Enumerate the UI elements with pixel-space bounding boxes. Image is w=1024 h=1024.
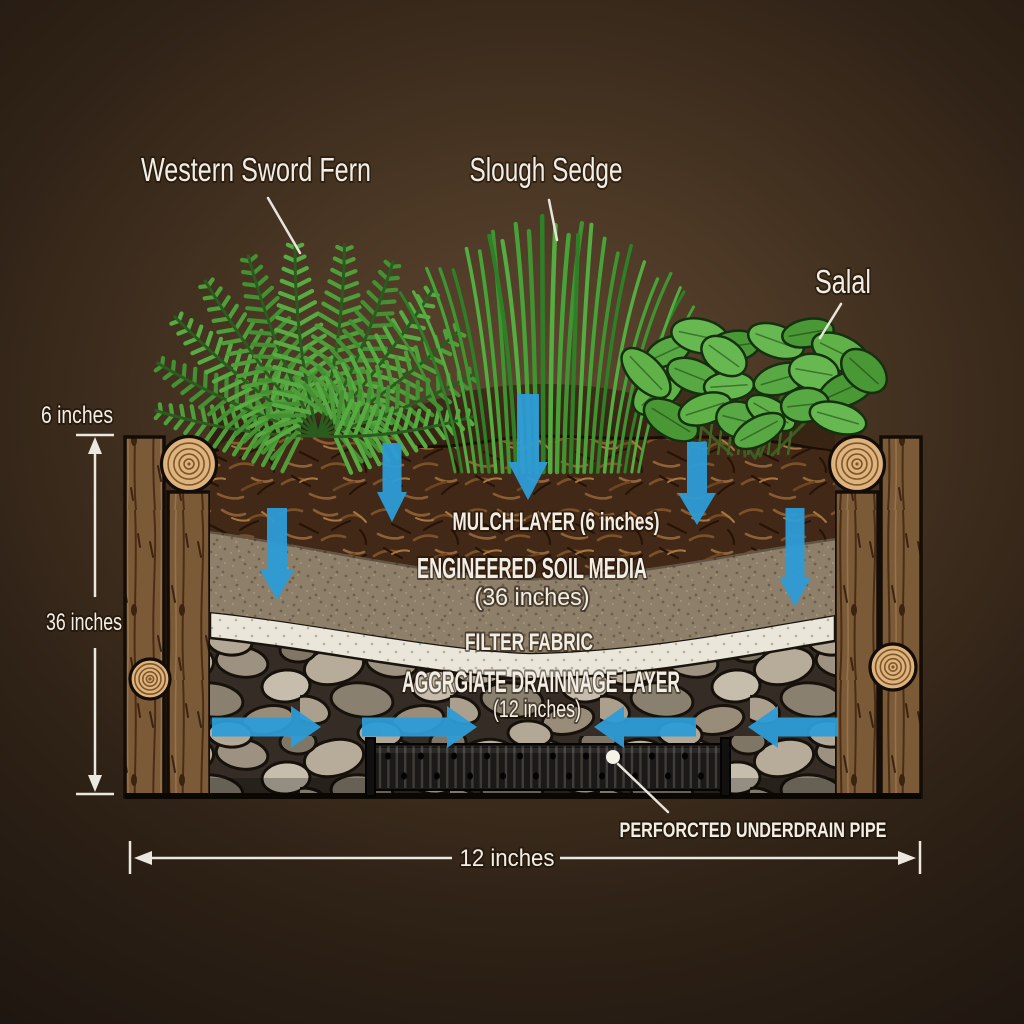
- sedge-label: Slough Sedge: [470, 151, 623, 188]
- planter-frame: [123, 435, 923, 799]
- left-inner-plank: [166, 490, 212, 797]
- dim-arrow-up-icon: [88, 437, 102, 454]
- drainage-arrow-4: [748, 706, 838, 748]
- mulch-layer: [210, 436, 835, 578]
- pipe-perforation-holes: [385, 752, 704, 780]
- sedge-blade: [596, 243, 633, 474]
- fern-label: Western Sword Fern: [141, 151, 371, 188]
- sedge-blade: [487, 233, 519, 474]
- left-outer-plank: [123, 435, 166, 799]
- sedge-blade: [385, 315, 457, 474]
- sedge-blade: [547, 222, 558, 475]
- sedge-blade: [411, 290, 471, 474]
- bed-width-dimension: 12 inches: [460, 845, 555, 872]
- infiltration-arrow-3: [508, 394, 548, 500]
- mulch-depth-dimension: 6 inches: [41, 402, 113, 429]
- fern-frond: [246, 254, 320, 437]
- salal-label: Salal: [815, 263, 871, 300]
- sedge-blade: [602, 260, 647, 474]
- right-outer-plank: [879, 435, 923, 799]
- bed-layers: [208, 434, 837, 793]
- sedge-blade: [477, 249, 505, 474]
- pipe-right-flange: [720, 737, 731, 797]
- underdrain-pipe: [365, 737, 731, 797]
- infiltration-arrow-1: [260, 508, 294, 600]
- fern-leader-line: [266, 196, 302, 255]
- fern-frond: [317, 415, 474, 439]
- engineered-soil-layer: [210, 531, 835, 653]
- mulch-layer-label: MULCH LAYER (6 inches): [453, 508, 660, 536]
- right-inner-plank: [833, 490, 880, 797]
- labels: Western Sword Fern Slough Sedge Salal MU…: [39, 149, 889, 874]
- sedge-leader-line: [547, 198, 559, 242]
- sedge-blade: [539, 213, 546, 475]
- drainage-arrow-2: [362, 706, 477, 748]
- dim-arrow-right-icon: [898, 851, 916, 865]
- fern-frond: [293, 241, 320, 437]
- drainage-arrow-1: [212, 706, 321, 748]
- sedge-blade: [425, 266, 477, 474]
- sedge-blade: [398, 291, 464, 474]
- dim-arrow-down-icon: [88, 775, 102, 792]
- aggregate-layer-label: AGGRGIATE DRAINNAGE LAYER: [402, 666, 680, 699]
- infiltration-arrow-2: [377, 443, 407, 522]
- aggregate-depth-label: (12 inches): [493, 696, 581, 723]
- filter-fabric-label: FILTER FABRIC: [465, 629, 593, 656]
- soil-layer-depth-label: (36 inches): [475, 584, 590, 611]
- underdrain-pipe-label: PERFORCTED UNDERDRAIN PIPE: [620, 819, 887, 842]
- infiltration-arrow-4: [678, 442, 716, 525]
- pipe-leader-line: [616, 762, 670, 814]
- soil-layer-label: ENGINEERED SOIL MEDIA: [417, 553, 647, 585]
- sedge-blade: [438, 267, 484, 474]
- sedge-blade: [589, 251, 620, 474]
- salal-leader-line: [818, 302, 843, 340]
- leader-lines: [266, 196, 843, 814]
- log-end-icons: [128, 434, 918, 701]
- pipe-left-flange: [365, 737, 376, 797]
- sedge-blade: [582, 236, 607, 474]
- infiltration-arrow-5: [779, 508, 811, 607]
- salal-plant: [620, 317, 889, 460]
- western-sword-fern-plant: [153, 241, 479, 475]
- sedge-blade: [575, 222, 594, 474]
- bed-bottom-edge: [125, 793, 921, 799]
- sedge-blade: [568, 232, 581, 475]
- drainage-arrow-3: [594, 706, 696, 748]
- fern-frond: [172, 314, 319, 438]
- sedge-blade: [464, 246, 498, 474]
- sedge-blade: [554, 232, 571, 475]
- water-flow-arrows: [212, 394, 838, 748]
- dimension-annotations: [76, 433, 922, 874]
- soil-depth-dimension: 36 inches: [46, 609, 122, 636]
- fern-frond: [203, 279, 320, 437]
- sedge-blade: [451, 268, 491, 474]
- pipe-leader-dot: [606, 750, 620, 764]
- dim-arrow-left-icon: [134, 851, 152, 865]
